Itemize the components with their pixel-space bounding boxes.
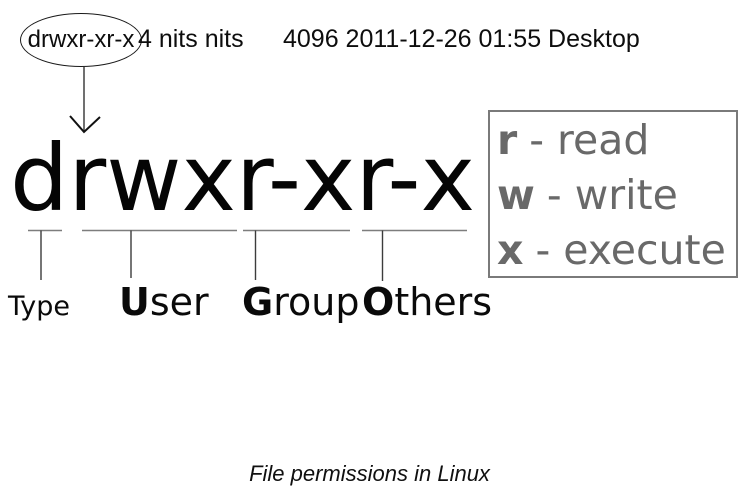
legend-desc-write: - write (546, 171, 678, 219)
label-type: Type (8, 291, 70, 323)
bracket-others (362, 229, 467, 281)
legend-desc-read: - read (529, 116, 650, 164)
legend-row-execute: x - execute (497, 223, 736, 278)
legend-key-r: r (497, 116, 518, 164)
big-permission-string: drwxr-xr-x (10, 125, 476, 232)
label-group-bold: G (242, 280, 274, 324)
label-group: Group (242, 280, 359, 326)
listing-size-date-name: 4096 2011-12-26 01:55 Desktop (283, 25, 640, 53)
caption: File permissions in Linux (249, 461, 490, 486)
label-others: Others (362, 280, 492, 326)
label-user-rest: ser (149, 280, 209, 324)
legend-desc-execute: - execute (535, 226, 726, 274)
bracket-type (28, 229, 62, 280)
bracket-group (243, 229, 350, 280)
legend-row-write: w - write (497, 168, 736, 223)
legend-key-w: w (497, 171, 535, 219)
legend-box: r - read w - write x - execute (488, 110, 738, 278)
callout-arrow-down-icon (69, 67, 101, 134)
label-type-rest: Type (8, 291, 71, 322)
label-user-bold: U (119, 280, 150, 324)
listing-permission-string: drwxr-xr-x (27, 26, 135, 53)
label-user: User (119, 280, 209, 326)
label-others-bold: O (362, 280, 395, 324)
label-group-rest: roup (273, 280, 360, 324)
legend-row-read: r - read (497, 113, 736, 168)
legend-key-x: x (497, 226, 524, 274)
permission-callout-ellipse: drwxr-xr-x (20, 13, 142, 67)
label-others-rest: thers (394, 280, 493, 324)
listing-links-owner-group: 4 nits nits (138, 25, 244, 53)
bracket-user (82, 229, 237, 278)
